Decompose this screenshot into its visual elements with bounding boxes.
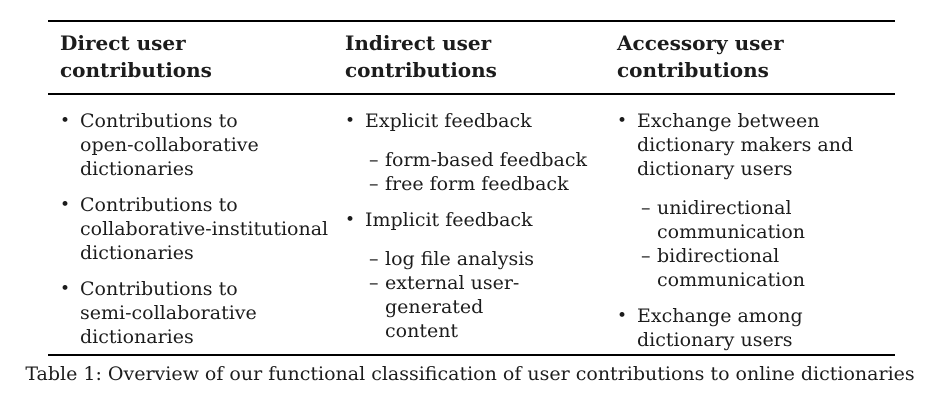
sub-list-item: – bidirectional communication bbox=[641, 244, 895, 292]
bullet-icon: • bbox=[60, 194, 71, 215]
dash-icon: – bbox=[369, 271, 379, 294]
column-direct-contributions: • Contributions to open-collaborative di… bbox=[60, 109, 345, 352]
sub-list-item: – unidirectional communication bbox=[641, 196, 895, 244]
list-item-text: Explicit feedback bbox=[365, 109, 532, 132]
list-item: • Implicit feedback – log file analysis … bbox=[345, 208, 617, 343]
list-item: • Contributions to open-collaborative di… bbox=[60, 109, 345, 181]
sub-list-item-text: unidirectional communication bbox=[657, 196, 806, 243]
table-top-rule bbox=[48, 20, 895, 22]
column-header-indirect: Indirect user contributions bbox=[345, 31, 497, 82]
table-bottom-rule bbox=[48, 353, 895, 356]
list-item: • Exchange between dictionary makers and… bbox=[617, 109, 895, 292]
dash-icon: – bbox=[641, 196, 651, 219]
list-item-text: Implicit feedback bbox=[365, 208, 533, 231]
bullet-icon: • bbox=[345, 110, 356, 131]
dash-icon: – bbox=[369, 247, 379, 270]
sub-list: – unidirectional communication – bidirec… bbox=[641, 196, 895, 292]
dash-icon: – bbox=[369, 172, 379, 195]
table-header-row: Direct user contributions Indirect user … bbox=[48, 22, 895, 93]
table-mid-rule bbox=[48, 93, 895, 95]
list-item-text: Contributions to semi-collaborative dict… bbox=[80, 277, 257, 348]
sub-list-item: – free form feedback bbox=[369, 172, 617, 196]
sub-list-item: – log file analysis bbox=[369, 247, 617, 271]
column-accessory-contributions: • Exchange between dictionary makers and… bbox=[617, 109, 895, 352]
list-item-text: Exchange among dictionary users bbox=[637, 304, 803, 351]
table-body-row: • Contributions to open-collaborative di… bbox=[48, 95, 895, 354]
list-item-text: Contributions to collaborative-instituti… bbox=[80, 193, 329, 264]
dash-icon: – bbox=[641, 244, 651, 267]
sub-list-item-text: form-based feedback bbox=[385, 148, 588, 171]
bullet-icon: • bbox=[617, 305, 628, 326]
column-indirect-contributions: • Explicit feedback – form-based feedbac… bbox=[345, 109, 617, 352]
classification-table: Direct user contributions Indirect user … bbox=[48, 20, 895, 356]
list-item: • Exchange among dictionary users bbox=[617, 304, 895, 352]
list-item-text: Exchange between dictionary makers and d… bbox=[637, 109, 854, 180]
bullet-icon: • bbox=[617, 110, 628, 131]
table-caption: Table 1: Overview of our functional clas… bbox=[25, 363, 915, 385]
list-item: • Contributions to semi-collaborative di… bbox=[60, 277, 345, 349]
bullet-icon: • bbox=[345, 209, 356, 230]
column-header-direct: Direct user contributions bbox=[60, 31, 212, 82]
list-item: • Contributions to collaborative-institu… bbox=[60, 193, 345, 265]
sub-list-item-text: log file analysis bbox=[385, 247, 535, 270]
bullet-icon: • bbox=[60, 110, 71, 131]
sub-list: – log file analysis – external user-gene… bbox=[369, 247, 617, 343]
column-header-accessory: Accessory user contributions bbox=[617, 31, 784, 82]
sub-list: – form-based feedback – free form feedba… bbox=[369, 148, 617, 196]
sub-list-item-text: free form feedback bbox=[385, 172, 569, 195]
sub-list-item-text: bidirectional communication bbox=[657, 244, 806, 291]
list-item-text: Contributions to open-collaborative dict… bbox=[80, 109, 259, 180]
sub-list-item-text: external user-generated content bbox=[385, 271, 520, 342]
sub-list-item: – form-based feedback bbox=[369, 148, 617, 172]
list-item: • Explicit feedback – form-based feedbac… bbox=[345, 109, 617, 196]
bullet-icon: • bbox=[60, 278, 71, 299]
sub-list-item: – external user-generated content bbox=[369, 271, 617, 343]
dash-icon: – bbox=[369, 148, 379, 171]
